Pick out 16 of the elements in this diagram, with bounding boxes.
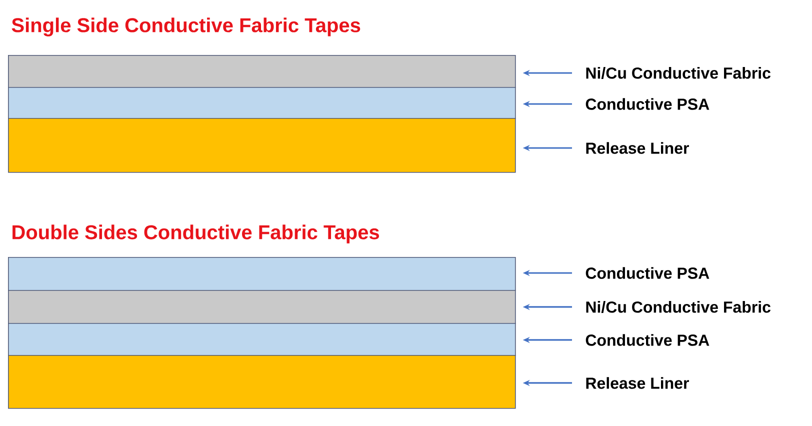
layer-label: Ni/Cu Conductive Fabric: [586, 67, 770, 79]
layer-box: [8, 290, 516, 324]
layer-label: Conductive PSA: [586, 98, 710, 110]
layer-box: [8, 87, 516, 119]
layer-box: [8, 322, 516, 356]
heading: Single Side Conductive Fabric Tapes: [12, 18, 360, 36]
layer-label: Conductive PSA: [586, 267, 710, 279]
layer-box: [8, 257, 516, 291]
layer-label: Ni/Cu Conductive Fabric: [586, 301, 770, 313]
layer-label: Release Liner: [586, 142, 689, 154]
layer-label: Conductive PSA: [586, 334, 710, 346]
layer-box: [8, 355, 516, 409]
layer-box: [8, 118, 516, 173]
layer-box: [8, 55, 516, 88]
layer-label: Release Liner: [586, 377, 689, 389]
heading: Double Sides Conductive Fabric Tapes: [12, 224, 379, 244]
